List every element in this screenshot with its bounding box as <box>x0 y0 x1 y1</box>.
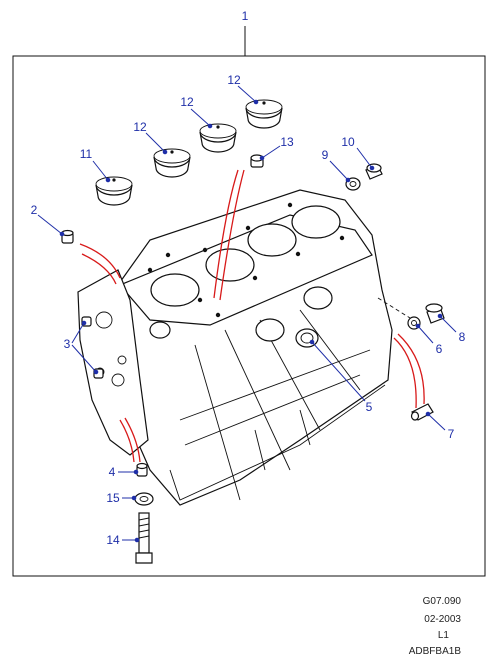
diagram-frame <box>12 55 486 577</box>
callout-12b: 12 <box>180 95 194 109</box>
callout-4: 4 <box>109 465 116 479</box>
bearing-shell-11 <box>95 176 133 206</box>
callout-6: 6 <box>436 342 443 356</box>
callout-3: 3 <box>64 337 71 351</box>
plug-8 <box>425 303 445 324</box>
callout-8: 8 <box>459 330 466 344</box>
installation-lines <box>79 169 425 463</box>
ref-number: G07.090 <box>422 596 461 607</box>
dowel-2 <box>61 229 74 244</box>
callout-15: 15 <box>106 491 120 505</box>
callout-2: 2 <box>31 203 38 217</box>
bearing-shell-12b <box>199 123 237 153</box>
callout-12a: 12 <box>133 120 147 134</box>
ref-code: ADBFBA1B <box>408 646 461 657</box>
dowel-4 <box>136 462 148 477</box>
ref-date: 02-2003 <box>424 614 461 625</box>
callout-5: 5 <box>366 400 373 414</box>
callout-14: 14 <box>106 533 120 547</box>
dashed-line-6 <box>377 297 411 319</box>
pin-7 <box>410 403 434 421</box>
engine-block <box>77 189 393 506</box>
washer-15 <box>134 492 154 506</box>
bolt-14 <box>135 512 153 564</box>
callout-12c: 12 <box>227 73 241 87</box>
callout-13: 13 <box>280 135 294 149</box>
callout-11: 11 <box>80 147 93 161</box>
bearing-shell-12c <box>245 99 283 129</box>
callout-9: 9 <box>322 148 329 162</box>
callout-7: 7 <box>448 427 455 441</box>
callout-leaders <box>37 85 457 543</box>
callout-1: 1 <box>242 9 249 23</box>
callout-10: 10 <box>341 135 355 149</box>
plug-10 <box>365 163 383 180</box>
ref-level: L1 <box>437 630 449 641</box>
bearing-shell-12a <box>153 148 191 178</box>
